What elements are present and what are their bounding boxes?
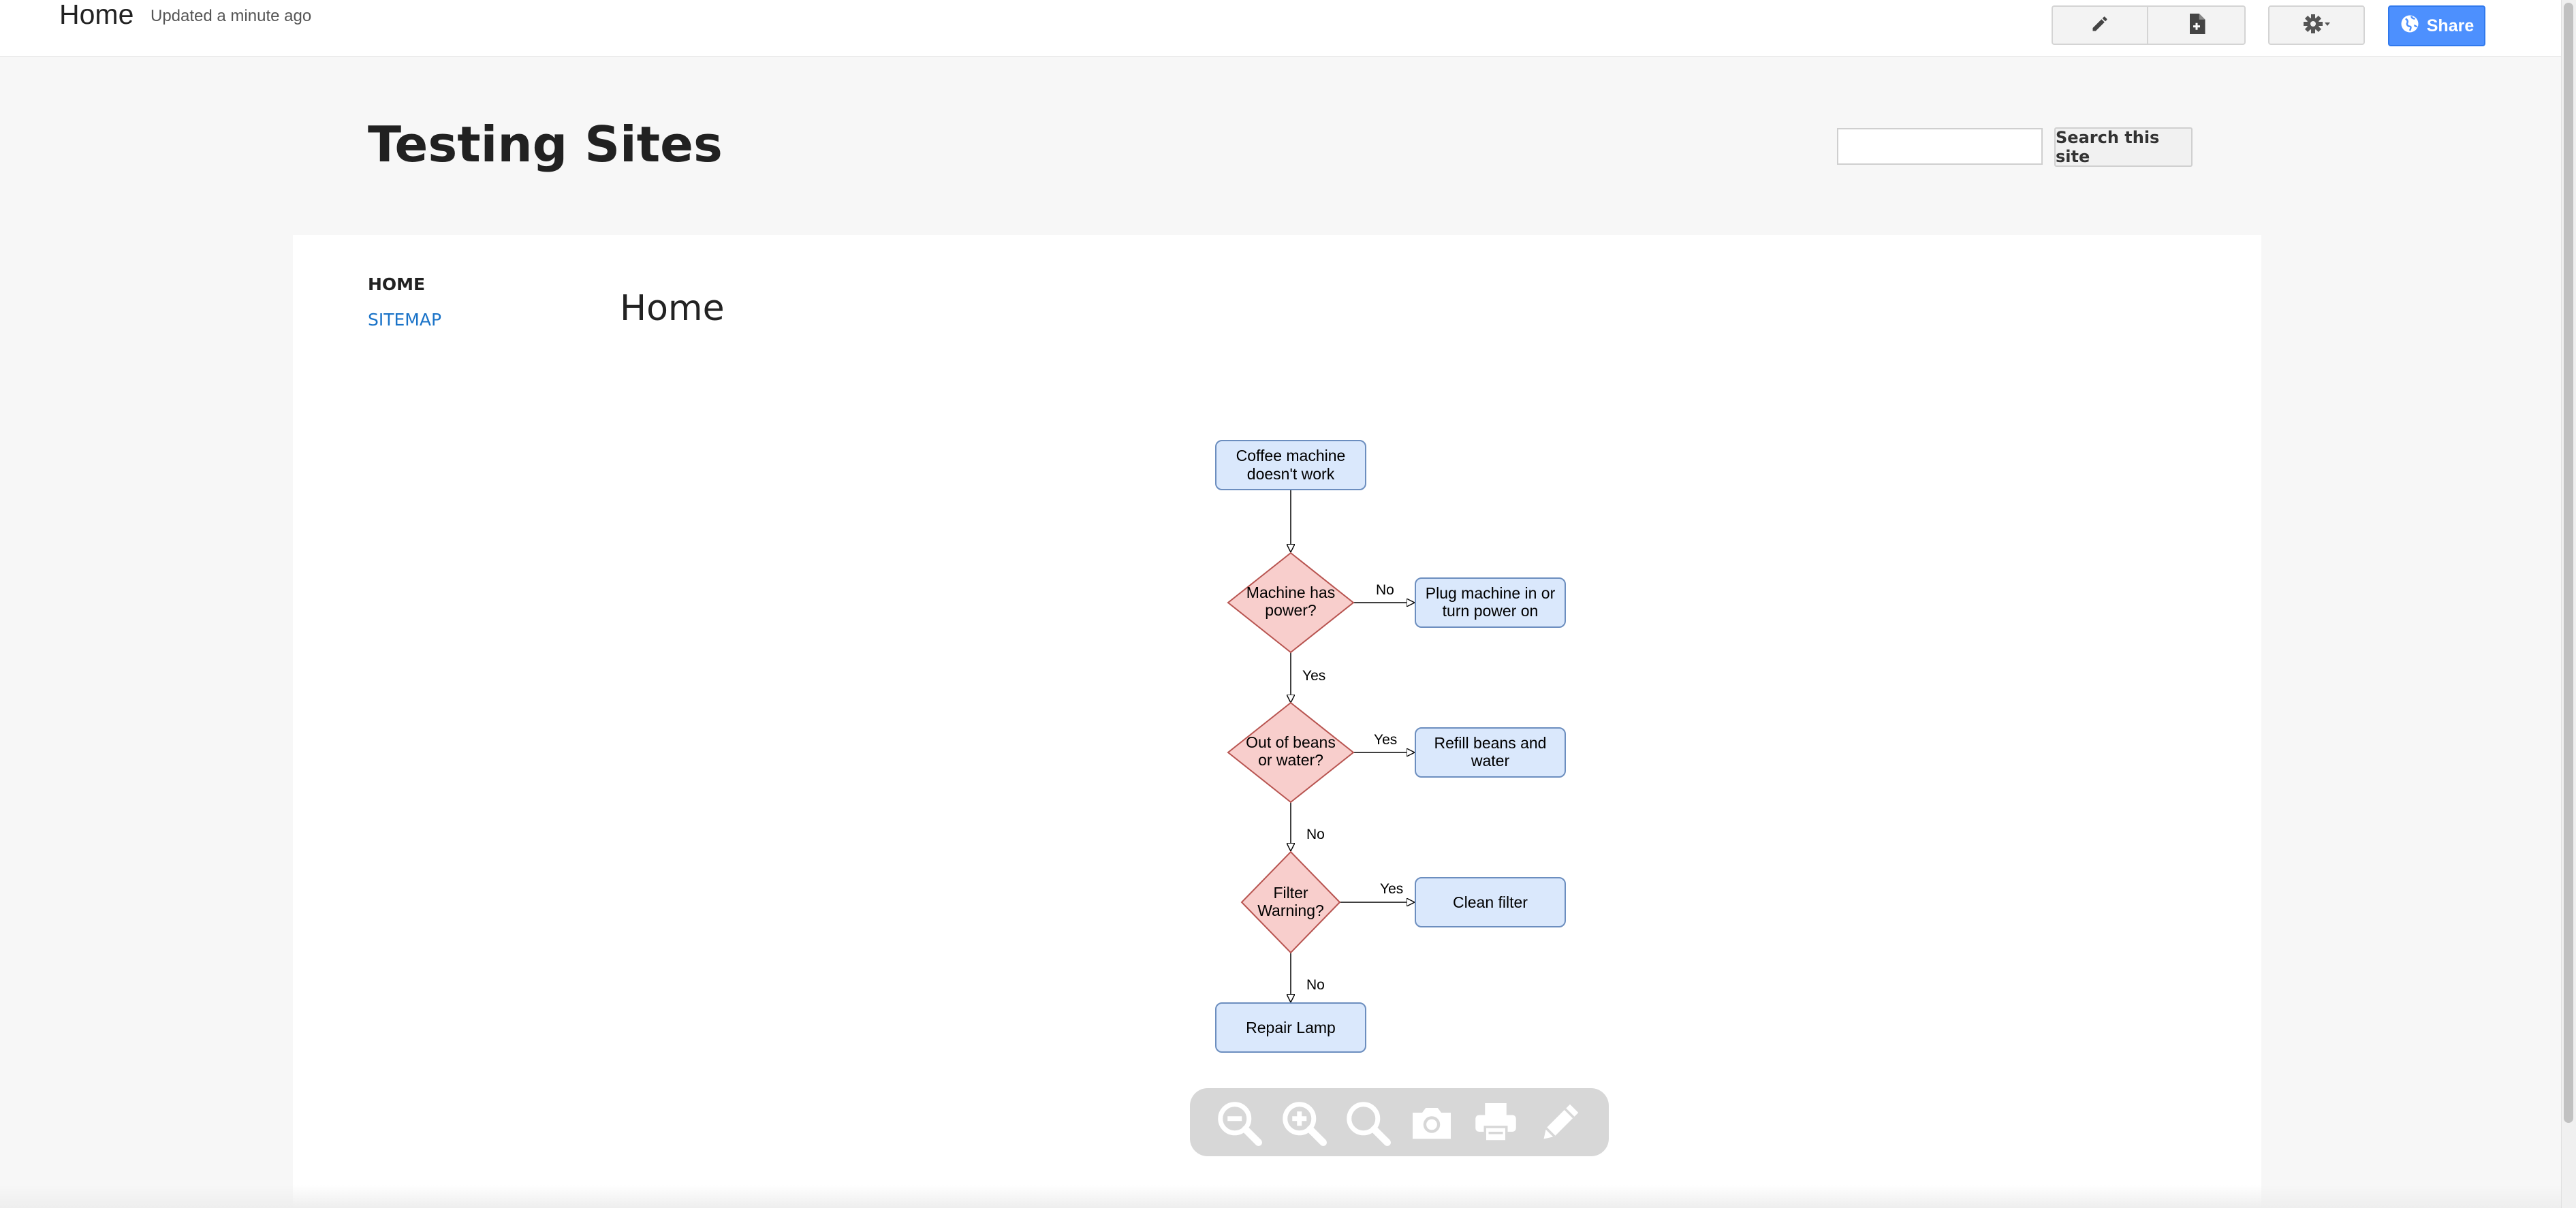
edit-page-button[interactable] bbox=[2052, 5, 2148, 45]
node-text: Machine has bbox=[1246, 584, 1335, 601]
new-page-icon bbox=[2188, 13, 2205, 37]
node-text: turn power on bbox=[1443, 602, 1539, 620]
print-icon[interactable] bbox=[1471, 1097, 1521, 1147]
new-page-button[interactable] bbox=[2148, 5, 2246, 45]
top-edit-bar: Home Updated a minute ago bbox=[0, 0, 2561, 57]
camera-icon[interactable] bbox=[1407, 1097, 1457, 1147]
node-text: or water? bbox=[1258, 751, 1323, 769]
zoom-in-icon[interactable] bbox=[1278, 1097, 1328, 1147]
flow-decision-filter[interactable]: Filter Warning? bbox=[1240, 851, 1341, 954]
site-title[interactable]: Testing Sites bbox=[368, 116, 723, 173]
bottom-fade bbox=[0, 1185, 2561, 1208]
search-button[interactable]: Search this site bbox=[2054, 127, 2193, 167]
node-text: Coffee machine bbox=[1236, 447, 1346, 464]
flow-node-clean-filter[interactable]: Clean filter bbox=[1415, 877, 1566, 927]
flow-node-start[interactable]: Coffee machine doesn't work bbox=[1215, 440, 1366, 490]
share-label: Share bbox=[2426, 16, 2475, 35]
flow-decision-power[interactable]: Machine has power? bbox=[1227, 552, 1355, 654]
diagram-viewer-toolbar bbox=[1190, 1088, 1609, 1156]
node-text: Filter bbox=[1273, 884, 1308, 902]
node-text: Out of beans bbox=[1246, 733, 1336, 751]
node-text: Repair Lamp bbox=[1246, 1019, 1336, 1036]
flow-node-refill[interactable]: Refill beans and water bbox=[1415, 727, 1566, 778]
settings-menu-button[interactable] bbox=[2268, 5, 2365, 45]
edge-label: No bbox=[1376, 582, 1394, 598]
search-input[interactable] bbox=[1837, 128, 2043, 165]
scrollbar-thumb[interactable] bbox=[2564, 3, 2573, 1123]
zoom-fit-icon[interactable] bbox=[1342, 1097, 1392, 1147]
globe-icon bbox=[2400, 14, 2420, 39]
zoom-out-icon[interactable] bbox=[1213, 1097, 1263, 1147]
edge-label: Yes bbox=[1302, 668, 1325, 684]
node-text: Warning? bbox=[1257, 902, 1324, 919]
doc-title: Home bbox=[59, 0, 134, 30]
edge-label: No bbox=[1306, 827, 1325, 842]
node-text: Refill beans and bbox=[1434, 734, 1547, 752]
nav-item-home[interactable]: HOME bbox=[368, 274, 426, 294]
flowchart-diagram[interactable]: No Yes Yes No Yes No Coffee machine does… bbox=[1206, 432, 1587, 1059]
pencil-icon bbox=[2090, 14, 2109, 37]
nav-item-sitemap[interactable]: SITEMAP bbox=[368, 310, 442, 330]
node-text: power? bbox=[1265, 601, 1316, 619]
flow-node-repair-lamp[interactable]: Repair Lamp bbox=[1215, 1002, 1366, 1053]
edge-label: No bbox=[1306, 977, 1325, 993]
node-text: Clean filter bbox=[1453, 893, 1528, 911]
flow-decision-beans-water[interactable]: Out of beans or water? bbox=[1227, 701, 1355, 804]
node-text: water bbox=[1471, 752, 1510, 769]
node-text: Plug machine in or bbox=[1426, 584, 1556, 602]
last-updated-text: Updated a minute ago bbox=[151, 7, 312, 25]
flow-node-plug-in[interactable]: Plug machine in or turn power on bbox=[1415, 577, 1566, 628]
edge-label: Yes bbox=[1380, 881, 1403, 897]
share-button[interactable]: Share bbox=[2388, 5, 2485, 46]
page-heading: Home bbox=[620, 288, 725, 329]
node-text: doesn't work bbox=[1247, 465, 1335, 483]
gear-icon bbox=[2303, 12, 2330, 39]
edge-label: Yes bbox=[1374, 732, 1397, 748]
edit-pencil-icon[interactable] bbox=[1535, 1097, 1586, 1147]
